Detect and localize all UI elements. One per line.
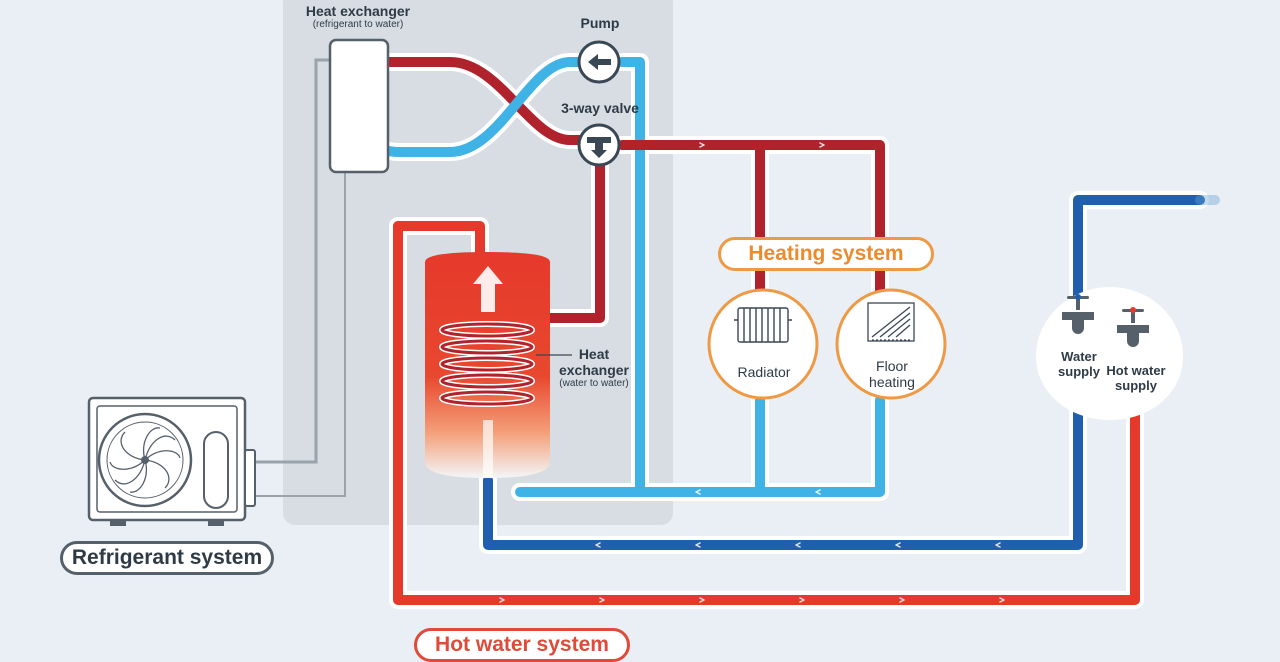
valve-to-tank-pipe (535, 147, 605, 323)
radiator-circle (707, 288, 819, 400)
heat-pump-diagram (87, 0, 1220, 609)
heating-system-label: Heating system (718, 237, 934, 271)
return-cold-pipe (515, 57, 645, 497)
compressor-icon (203, 431, 229, 509)
floor-heating-circle (835, 288, 947, 400)
water-supply-label: Water supply (1058, 349, 1100, 379)
hot-water-tap-icon[interactable] (1117, 307, 1149, 347)
radiator-label: Radiator (737, 364, 791, 380)
heating-return-pipe (755, 395, 885, 497)
water-supply-tap-icon[interactable] (1062, 294, 1094, 334)
heat-exchanger-top-box (328, 38, 390, 174)
hot-water-supply-pipe (393, 221, 1140, 605)
hot-water-supply-label: Hot water supply (1106, 363, 1166, 393)
radiator-icon (734, 307, 792, 343)
hot-water-tank-icon (425, 252, 550, 478)
pump-label: Pump (580, 15, 620, 31)
tank-outlet-pipe (393, 221, 485, 260)
pump-icon[interactable] (577, 40, 621, 84)
fan-icon (97, 412, 193, 508)
three-way-valve-icon[interactable] (577, 123, 621, 167)
refrigerant-system-label: Refrigerant system (60, 541, 274, 575)
tank-heat-exchanger-label: Heat exchanger (water to water) (558, 346, 630, 390)
heat-pump-outdoor-unit-icon (87, 396, 256, 526)
taps-circle (1036, 287, 1183, 420)
pipes (361, 53, 1220, 609)
floor-heating-icon (867, 302, 915, 342)
heat-exchanger-top-label: Heat exchanger (refrigerant to water) (305, 3, 411, 31)
floor-heating-label: Floor heating (869, 358, 915, 391)
three-way-valve-label: 3-way valve (561, 100, 639, 116)
cold-water-inlet-pipe (483, 195, 1205, 550)
hot-water-system-label: Hot water system (414, 628, 630, 662)
